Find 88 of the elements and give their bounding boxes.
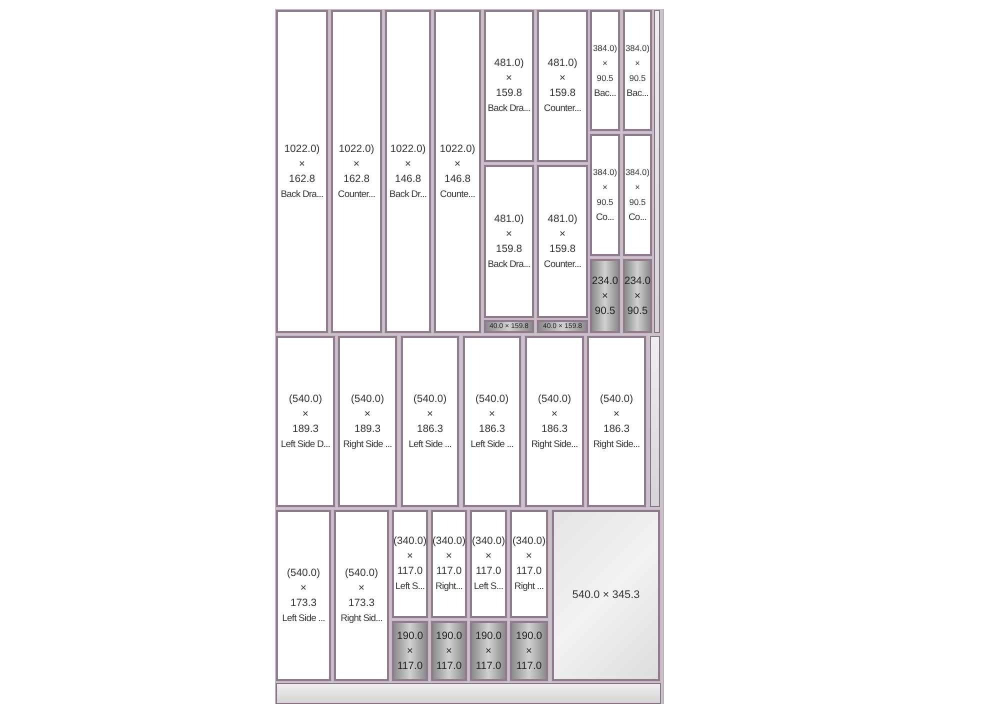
part-name: Left Side ... xyxy=(408,438,452,452)
part-name: Co... xyxy=(628,211,647,225)
dimension-text: (540.0) × 173.3 xyxy=(286,566,320,610)
part-name: Counter... xyxy=(544,258,582,272)
cut-panel xyxy=(484,10,534,162)
cut-panel xyxy=(463,336,521,507)
dimension-text: (340.0) × 117.0 xyxy=(472,534,506,579)
offcut-panel xyxy=(590,259,620,333)
dimension-text: 384.0) × 90.5 xyxy=(625,42,650,84)
part-name: Right Side ... xyxy=(343,438,392,452)
cut-panel xyxy=(590,134,620,256)
part-name: Counte... xyxy=(440,188,475,202)
part-name: Counter... xyxy=(338,188,376,202)
dimension-text: (540.0) × 173.3 xyxy=(344,566,378,610)
part-name: Left Side D... xyxy=(280,438,330,452)
cut-panel xyxy=(401,336,459,507)
part-name: Left Side ... xyxy=(470,438,514,452)
part-name: Right Sid... xyxy=(340,612,382,626)
dimension-text: 1022.0) × 146.8 xyxy=(440,142,476,186)
cut-panel xyxy=(587,336,646,507)
part-name: Bac... xyxy=(594,86,616,100)
dimension-text: 481.0) × 159.8 xyxy=(494,212,524,256)
dimension-text: (540.0) × 189.3 xyxy=(288,392,322,436)
dimension-text: 190.0 × 117.0 xyxy=(516,628,542,674)
dimension-text: 481.0) × 159.8 xyxy=(494,56,524,101)
cut-panel xyxy=(276,510,331,681)
dimension-text: 540.0 × 345.3 xyxy=(572,588,640,603)
cut-panel xyxy=(392,510,428,618)
cut-panel xyxy=(623,134,652,256)
cut-panel xyxy=(525,336,584,507)
offcut-panel xyxy=(484,320,534,333)
cut-panel xyxy=(431,510,467,618)
part-name: Back Dr... xyxy=(389,188,427,202)
cut-panel xyxy=(434,10,481,333)
cut-panel xyxy=(510,510,548,618)
dimension-text: (540.0) × 189.3 xyxy=(350,392,384,436)
cut-panel xyxy=(484,165,534,318)
cut-panel xyxy=(537,165,588,318)
offcut-panel xyxy=(537,320,588,333)
dimension-text: (540.0) × 186.3 xyxy=(413,392,447,436)
offcut-panel xyxy=(392,621,428,681)
part-name: Back Dra... xyxy=(488,102,530,116)
dimension-text: 1022.0) × 162.8 xyxy=(338,142,374,186)
dimension-text: (340.0) × 117.0 xyxy=(393,534,427,579)
dimension-text: (540.0) × 186.3 xyxy=(538,392,572,436)
part-name: Left Side ... xyxy=(282,612,325,626)
part-name: Bac... xyxy=(626,86,648,100)
cut-panel xyxy=(276,336,335,507)
dimension-text: 481.0) × 159.8 xyxy=(548,56,578,101)
part-name: Back Dra... xyxy=(488,258,530,272)
dimension-text: 234.0 × 90.5 xyxy=(624,274,651,318)
dimension-text: 1022.0) × 146.8 xyxy=(390,142,426,186)
cut-panel xyxy=(276,10,328,333)
cut-panel xyxy=(470,510,507,618)
cut-panel xyxy=(537,10,588,162)
dimension-text: 481.0) × 159.8 xyxy=(548,212,578,256)
offcut-panel xyxy=(623,259,652,333)
offcut-panel xyxy=(431,621,467,681)
part-name: Co... xyxy=(596,211,614,225)
dimension-text: 190.0 × 117.0 xyxy=(436,628,462,674)
part-name: Right Side... xyxy=(593,438,640,452)
dimension-text: (340.0) × 117.0 xyxy=(432,534,466,579)
cut-panel xyxy=(590,10,620,131)
part-name: Counter... xyxy=(544,102,582,116)
dimension-text: 190.0 × 117.0 xyxy=(396,628,424,674)
cut-panel xyxy=(385,10,431,333)
cut-panel xyxy=(331,10,382,333)
offcut-panel xyxy=(470,621,507,681)
dimension-text: 384.0) × 90.5 xyxy=(592,42,618,84)
dimension-text: 384.0) × 90.5 xyxy=(592,166,618,209)
dimension-text: 384.0) × 90.5 xyxy=(625,166,650,209)
dimension-text: (340.0) × 117.0 xyxy=(512,534,546,579)
cut-panel xyxy=(334,510,389,681)
dimension-text: 234.0 × 90.5 xyxy=(592,274,618,318)
part-name: Right... xyxy=(436,580,462,594)
part-name: Right ... xyxy=(514,580,544,594)
offcut-panel xyxy=(552,510,660,681)
part-name: Right Side... xyxy=(531,438,578,452)
part-name: Left S... xyxy=(395,580,425,594)
dimension-text: 1022.0) × 162.8 xyxy=(284,142,320,186)
part-name: Back Dra... xyxy=(280,188,324,202)
cut-panel xyxy=(338,336,397,507)
cut-panel xyxy=(623,10,652,131)
part-name: Left S... xyxy=(474,580,504,594)
dimension-text: (540.0) × 186.3 xyxy=(600,392,634,436)
dimension-text: (540.0) × 186.3 xyxy=(475,392,509,436)
dimension-text: 190.0 × 117.0 xyxy=(475,628,502,674)
offcut-panel xyxy=(510,621,548,681)
